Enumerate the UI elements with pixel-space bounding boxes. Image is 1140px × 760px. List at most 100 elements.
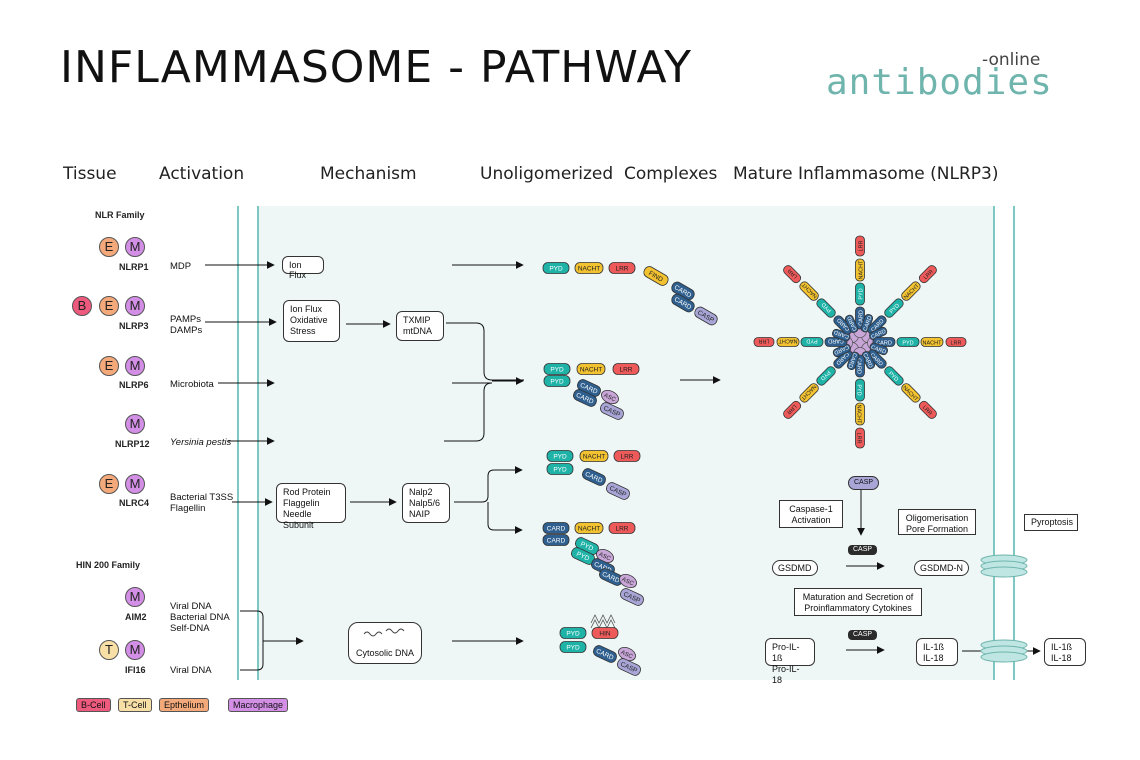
svg-text:ASC: ASC: [598, 552, 612, 563]
svg-text:LRR: LRR: [615, 265, 628, 272]
tissue-tcell: T: [99, 640, 119, 660]
domain-pyd: PYD: [543, 375, 571, 387]
svg-text:NACHT: NACHT: [856, 405, 862, 425]
merge-brace-nlrp: [444, 322, 524, 442]
svg-text:CARD: CARD: [863, 315, 874, 332]
casp-badge-gsdmd: CASP: [848, 545, 878, 555]
activation-mdp: MDP: [170, 261, 192, 272]
pro-il-18: Pro-IL-18: [772, 664, 800, 685]
casp-badge-il: CASP: [848, 630, 878, 640]
domain-nacht: NACHT: [855, 258, 865, 282]
tissue-bcell: B: [72, 296, 92, 316]
svg-text:CARD: CARD: [846, 352, 857, 369]
domain-find: FIND: [643, 266, 669, 286]
mechanism-txnip-box: TXMIP mtDNA: [396, 311, 444, 341]
domain-lrr: LRR: [608, 522, 636, 534]
svg-text:HIN: HIN: [599, 630, 611, 637]
activation-viral-dna: Viral DNA: [170, 601, 212, 612]
pore-secretion: [980, 639, 1028, 663]
svg-text:PYD: PYD: [806, 338, 817, 344]
stress-line-3: Stress: [290, 326, 316, 336]
domain-pyd: PYD: [542, 262, 570, 274]
domain-lrr: LRR: [783, 400, 802, 419]
tissue-epithelium: E: [99, 356, 119, 376]
tissue-epithelium: E: [99, 237, 119, 257]
domain-casp: CASP: [606, 482, 630, 500]
oligo-line-1: Oligomerisation: [905, 513, 969, 523]
split-brace-nlrc4: [454, 469, 520, 531]
svg-text:CARD: CARD: [870, 345, 887, 356]
domain-lrr: LRR: [612, 363, 640, 375]
svg-text:PYD: PYD: [550, 366, 564, 373]
svg-text:PYD: PYD: [858, 288, 864, 299]
column-unoligomerized: Unoligomerized Complexes: [480, 164, 718, 184]
logo-wordmark: antibodies: [826, 62, 1053, 103]
domain-pyd: PYD: [559, 641, 587, 653]
tissue-macrophage: M: [125, 414, 145, 434]
svg-text:LRR: LRR: [858, 240, 864, 251]
domain-pyd: PYD: [816, 366, 836, 386]
svg-text:PYD: PYD: [553, 453, 567, 460]
svg-text:LRR: LRR: [758, 338, 769, 344]
column-mechanism: Mechanism: [320, 164, 417, 184]
domain-casp: CASP: [620, 588, 644, 606]
svg-text:LRR: LRR: [950, 340, 961, 346]
domain-nacht: NACHT: [576, 363, 606, 375]
nalp-line-1: Nalp2: [409, 487, 433, 497]
txnip-line-2: mtDNA: [403, 326, 432, 336]
svg-text:PYD: PYD: [566, 630, 580, 637]
stress-line-2: Oxidative: [290, 315, 328, 325]
caspase1-line-1: Caspase-1: [789, 504, 833, 514]
mechanism-rod-box: Rod Protein Flaggelin Needle Subunit: [276, 483, 346, 530]
domain-nacht: NACHT: [799, 383, 819, 403]
activation-damps: DAMPs: [170, 325, 203, 336]
stress-line-1: Ion Flux: [290, 304, 323, 314]
activation-microbiota: Microbiota: [170, 379, 214, 390]
svg-text:CARD: CARD: [833, 328, 850, 339]
legend-epithelium: Epthelium: [159, 698, 210, 712]
svg-text:PYD: PYD: [550, 378, 564, 385]
mechanism-ion-flux: Ion Flux: [282, 256, 324, 280]
svg-text:NACHT: NACHT: [578, 265, 600, 272]
svg-text:PYD: PYD: [549, 265, 563, 272]
domain-pyd: PYD: [855, 378, 865, 402]
maturation-line-2: Proinflammatory Cytokines: [804, 603, 912, 613]
domain-lrr: LRR: [783, 265, 802, 284]
gene-nlrp6: NLRP6: [119, 380, 149, 390]
family-nlr: NLR Family: [95, 210, 145, 220]
gene-nlrp3: NLRP3: [119, 321, 149, 331]
domain-hin: HIN: [591, 627, 619, 639]
membrane-line-left-b: [257, 206, 259, 680]
caspase1-line-2: Activation: [791, 515, 831, 525]
legend-tcell: T-Cell: [118, 698, 152, 712]
domain-asc: ASC: [619, 573, 637, 589]
gene-nlrp1: NLRP1: [119, 262, 149, 272]
domain-lrr: LRR: [918, 265, 937, 284]
svg-text:NACHT: NACHT: [578, 525, 600, 532]
rod-line-3: Needle Subunit: [283, 509, 314, 530]
il-out-box: IL-1ß IL-18: [1044, 638, 1086, 666]
il-out-18: IL-18: [1051, 653, 1072, 663]
activation-bacterial-dna: Bacterial DNA: [170, 612, 230, 623]
cytosolic-label: Cytosolic DNA: [355, 648, 414, 658]
gsdmd-pill: GSDMD: [772, 560, 818, 576]
mechanism-cytosolic-box: Cytosolic DNA: [348, 622, 422, 664]
membrane-line-right-b: [1013, 206, 1015, 680]
svg-text:ASC: ASC: [621, 577, 635, 588]
membrane-line-right-a: [993, 206, 995, 680]
activation-viral-dna-ifi16: Viral DNA: [170, 665, 212, 676]
domain-nacht: NACHT: [776, 337, 800, 347]
domain-lrr: LRR: [753, 337, 775, 347]
domain-pyd: PYD: [816, 298, 836, 318]
domain-card: CARD: [582, 468, 606, 486]
activation-pamps: PAMPs: [170, 314, 201, 325]
svg-text:CARD: CARD: [856, 358, 862, 374]
family-hin: HIN 200 Family: [76, 560, 141, 570]
svg-text:LRR: LRR: [856, 432, 862, 443]
column-mature: Mature Inflammasome (NLRP3): [733, 164, 999, 184]
oligo-line-2: Pore Formation: [905, 524, 969, 534]
column-activation: Activation: [159, 164, 245, 184]
svg-text:CARD: CARD: [828, 338, 844, 344]
